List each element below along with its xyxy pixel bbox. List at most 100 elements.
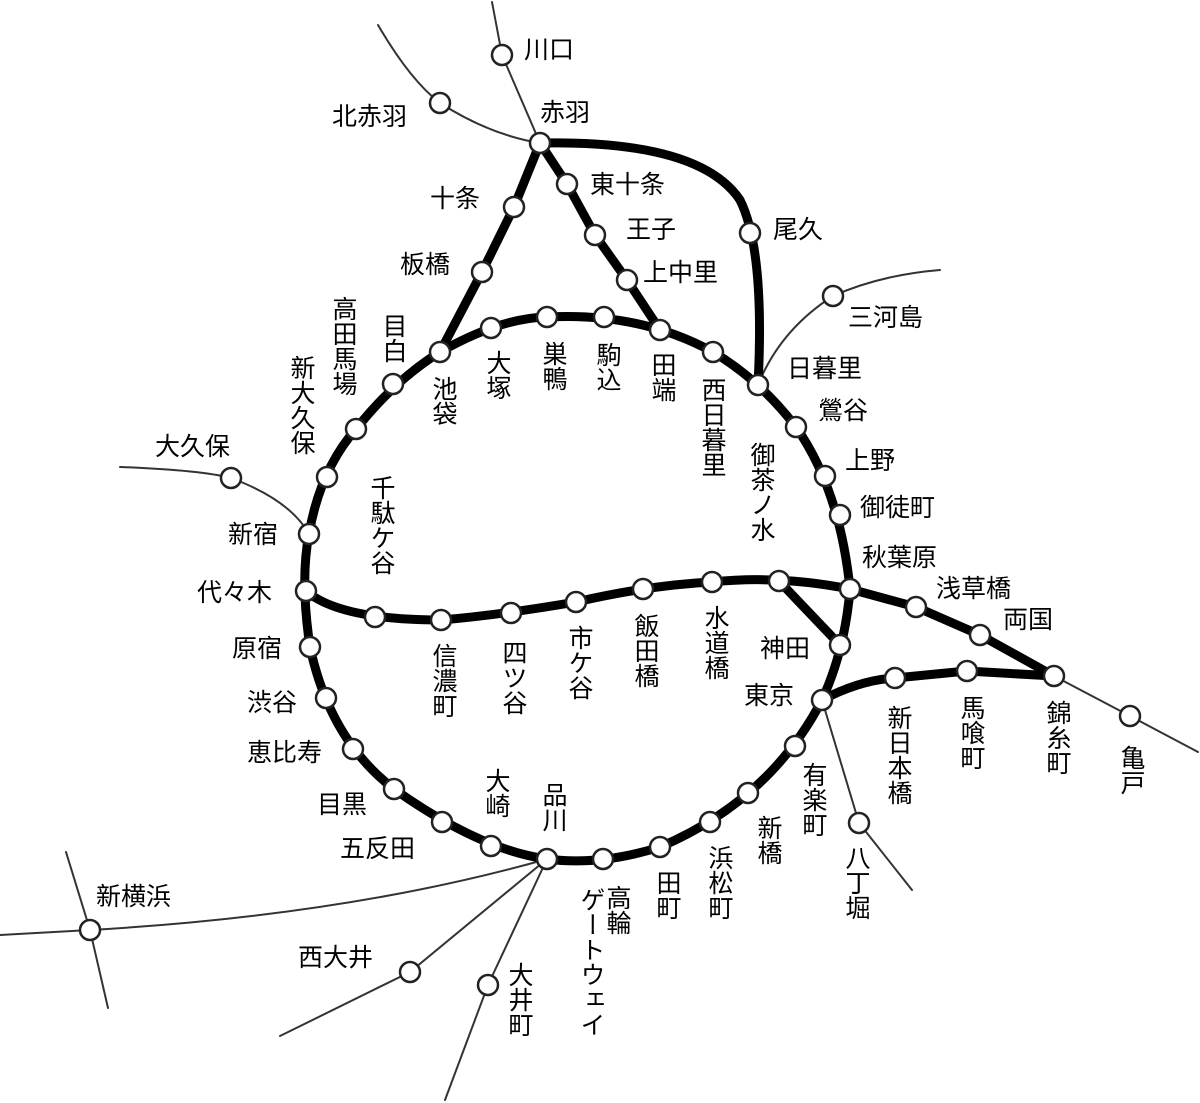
station-label[interactable]: 五反田: [340, 834, 416, 863]
station-marker[interactable]: [783, 734, 807, 758]
station-marker[interactable]: [363, 605, 387, 629]
station-label[interactable]: 北赤羽: [332, 102, 408, 131]
station-label[interactable]: 川口: [524, 35, 575, 64]
station-label[interactable]: 新日本橋: [884, 705, 913, 805]
station-marker[interactable]: [535, 305, 559, 329]
station-label[interactable]: 御徒町: [860, 493, 936, 522]
station-marker[interactable]: [828, 633, 852, 657]
station-marker[interactable]: [813, 464, 837, 488]
station-label[interactable]: 浅草橋: [936, 574, 1012, 603]
station-label[interactable]: 秋葉原: [862, 543, 938, 572]
station-label[interactable]: 信濃町: [429, 643, 458, 718]
station-marker[interactable]: [615, 268, 639, 292]
station-marker[interactable]: [700, 570, 724, 594]
station-marker[interactable]: [341, 737, 365, 761]
station-label[interactable]: 新宿: [228, 520, 279, 549]
station-label[interactable]: 大井町: [505, 962, 534, 1037]
station-marker[interactable]: [479, 316, 503, 340]
station-label[interactable]: 上野: [845, 446, 896, 475]
station-marker[interactable]: [1042, 664, 1066, 688]
station-label[interactable]: ゲートウェイ: [577, 887, 606, 1037]
station-label[interactable]: 日暮里: [787, 354, 863, 383]
station-marker[interactable]: [746, 373, 770, 397]
station-marker[interactable]: [398, 960, 422, 984]
station-marker[interactable]: [479, 834, 503, 858]
station-marker[interactable]: [591, 847, 615, 871]
station-label[interactable]: 千駄ケ谷: [367, 475, 396, 575]
station-marker[interactable]: [555, 172, 579, 196]
station-label[interactable]: 新大久保: [287, 355, 316, 455]
station-marker[interactable]: [810, 688, 834, 712]
station-marker[interactable]: [955, 659, 979, 683]
station-marker[interactable]: [470, 260, 494, 284]
station-label[interactable]: 田町: [653, 870, 682, 920]
station-marker[interactable]: [648, 318, 672, 342]
station-marker[interactable]: [297, 522, 321, 546]
station-label[interactable]: 有楽町: [799, 762, 828, 837]
station-label[interactable]: 八丁堀: [842, 845, 871, 920]
station-marker[interactable]: [767, 569, 791, 593]
station-label[interactable]: 田端: [648, 352, 677, 402]
station-label[interactable]: 新橋: [754, 815, 783, 865]
station-label[interactable]: 池袋: [429, 376, 458, 426]
station-marker[interactable]: [828, 503, 852, 527]
station-label[interactable]: 品川: [539, 782, 568, 832]
station-label[interactable]: 代々木: [197, 578, 273, 607]
station-label[interactable]: 王子: [626, 215, 677, 244]
station-label[interactable]: 駒込: [593, 342, 622, 392]
station-marker[interactable]: [429, 608, 453, 632]
station-label[interactable]: 東京: [744, 681, 795, 710]
station-marker[interactable]: [847, 811, 871, 835]
station-label[interactable]: 十条: [430, 184, 481, 213]
station-marker[interactable]: [648, 835, 672, 859]
station-marker[interactable]: [381, 372, 405, 396]
station-marker[interactable]: [736, 781, 760, 805]
station-marker[interactable]: [219, 466, 243, 490]
station-label[interactable]: 目白: [379, 313, 408, 363]
station-label[interactable]: 大崎: [482, 768, 511, 818]
station-label[interactable]: 御茶ノ水: [747, 442, 776, 542]
station-label[interactable]: 飯田橋: [631, 613, 660, 688]
station-label[interactable]: 錦糸町: [1043, 700, 1072, 775]
station-marker[interactable]: [631, 577, 655, 601]
station-label[interactable]: 恵比寿: [247, 738, 323, 767]
station-label[interactable]: 西日暮里: [698, 377, 727, 477]
station-label[interactable]: 四ツ谷: [499, 640, 528, 715]
station-marker[interactable]: [904, 595, 928, 619]
station-label[interactable]: 巣鴨: [539, 341, 568, 391]
station-label[interactable]: 亀戸: [1117, 745, 1146, 795]
station-marker[interactable]: [821, 284, 845, 308]
station-label[interactable]: 水道橋: [701, 605, 730, 680]
station-marker[interactable]: [583, 223, 607, 247]
station-marker[interactable]: [382, 777, 406, 801]
station-label[interactable]: 赤羽: [540, 98, 591, 127]
station-marker[interactable]: [428, 91, 452, 115]
station-marker[interactable]: [428, 340, 452, 364]
station-marker[interactable]: [784, 415, 808, 439]
station-marker[interactable]: [294, 579, 318, 603]
station-label[interactable]: 鶯谷: [818, 396, 869, 425]
station-marker[interactable]: [476, 973, 500, 997]
station-label[interactable]: 両国: [1003, 605, 1054, 634]
station-marker[interactable]: [528, 131, 552, 155]
station-label[interactable]: 高輪: [603, 885, 632, 935]
station-marker[interactable]: [535, 847, 559, 871]
station-marker[interactable]: [701, 340, 725, 364]
station-marker[interactable]: [430, 810, 454, 834]
station-label[interactable]: 尾久: [773, 215, 824, 244]
station-label[interactable]: 市ケ谷: [565, 625, 594, 700]
station-marker[interactable]: [499, 601, 523, 625]
station-label[interactable]: 三河島: [848, 303, 924, 332]
station-marker[interactable]: [1118, 704, 1142, 728]
station-marker[interactable]: [78, 918, 102, 942]
station-label[interactable]: 東十条: [590, 170, 666, 199]
station-label[interactable]: 大塚: [483, 350, 512, 400]
station-marker[interactable]: [490, 43, 514, 67]
station-label[interactable]: 上中里: [643, 258, 719, 287]
station-label[interactable]: 原宿: [232, 634, 283, 663]
station-label[interactable]: 板橋: [400, 250, 451, 279]
station-label[interactable]: 西大井: [298, 943, 374, 972]
station-label[interactable]: 大久保: [155, 432, 231, 461]
station-label[interactable]: 高田馬場: [329, 296, 358, 396]
station-marker[interactable]: [344, 417, 368, 441]
